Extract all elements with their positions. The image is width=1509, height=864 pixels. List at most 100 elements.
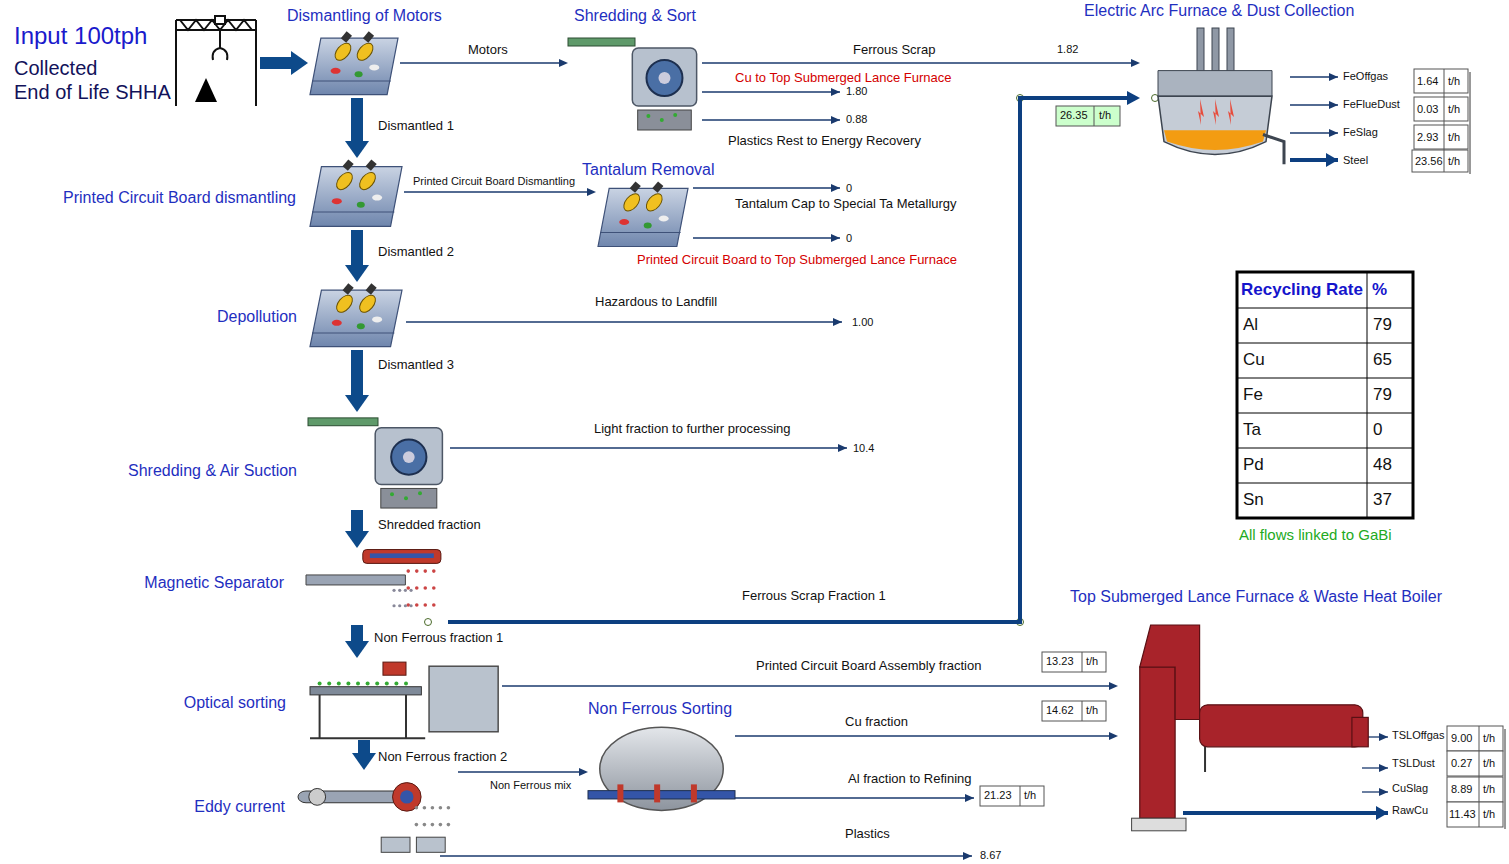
- table-cell: 48: [1373, 455, 1392, 475]
- flow-arrow: [351, 350, 363, 395]
- flow-label: Plastics: [845, 827, 890, 842]
- flow-value: CuSlag: [1392, 782, 1428, 795]
- flow-value: 0.88: [846, 113, 867, 126]
- node-label: Electric Arc Furnace & Dust Collection: [1084, 2, 1354, 20]
- flow-value: RawCu: [1392, 804, 1428, 817]
- flow-label: Plastics Rest to Energy Recovery: [728, 134, 921, 149]
- equipment-icon: [308, 30, 400, 98]
- flow-value: 1.00: [852, 316, 873, 329]
- table-cell: Fe: [1243, 385, 1263, 405]
- flow-value: 8.67: [980, 849, 1001, 862]
- edge-label: Cu fraction: [845, 715, 908, 730]
- flow-arrow: [351, 230, 363, 265]
- node-label: Input 100tph: [14, 22, 147, 50]
- edge-label: Motors: [468, 43, 508, 58]
- table-cell: 65: [1373, 350, 1392, 370]
- flow-value: 0: [846, 232, 852, 245]
- table-cell: Pd: [1243, 455, 1264, 475]
- value-cell: 23.56: [1415, 155, 1443, 168]
- equipment-icon: [306, 548, 448, 625]
- value-cell: t/h: [1448, 75, 1460, 88]
- value-cell: t/h: [1483, 783, 1495, 796]
- flow-label: Al fraction to Refining: [848, 772, 972, 787]
- process-node: Printed Circuit Board dismantling: [308, 158, 404, 230]
- table-cell: 37: [1373, 490, 1392, 510]
- node-label: Printed Circuit Board dismantling: [63, 189, 296, 207]
- flow-value: Steel: [1343, 154, 1368, 167]
- flow-label: Printed Circuit Board to Top Submerged L…: [637, 253, 957, 268]
- node-label: Shredding & Sort: [574, 7, 696, 25]
- flow-arrow: [702, 62, 1131, 63]
- value-cell: t/h: [1448, 103, 1460, 116]
- process-node: Input 100tphCollectedEnd of Life SHHA: [10, 18, 260, 108]
- table-cell: Al: [1243, 315, 1258, 335]
- node-label: End of Life SHHA: [14, 81, 171, 104]
- table-cell: 0: [1373, 420, 1382, 440]
- value-cell: 2.93: [1417, 131, 1438, 144]
- flow-arrow: [502, 685, 1109, 686]
- flow-label: Cu to Top Submerged Lance Furnace: [735, 71, 952, 86]
- process-node: Eddy current: [298, 770, 458, 854]
- equipment-icon: [308, 282, 404, 350]
- value-cell: 14.62: [1046, 704, 1074, 717]
- edge-label: Non Ferrous mix: [490, 779, 571, 792]
- flow-value: FeOffgas: [1343, 70, 1388, 83]
- value-cell: t/h: [1483, 808, 1495, 821]
- process-node: Shredding & Sort: [568, 32, 702, 132]
- main-output-arrows: [1183, 160, 1388, 813]
- flow-value: 0: [846, 182, 852, 195]
- value-cell: 9.00: [1451, 732, 1472, 745]
- value-boxes: [980, 69, 1505, 829]
- equipment-icon: [588, 722, 735, 826]
- edge-label: Ferrous Scrap Fraction 1: [742, 589, 886, 604]
- equipment-icon: [308, 412, 448, 510]
- process-node: Non Ferrous Sorting: [588, 722, 735, 826]
- process-node: Electric Arc Furnace & Dust Collection: [1140, 28, 1290, 170]
- flow-arrow: [260, 57, 291, 69]
- equipment-icon: [1118, 625, 1390, 835]
- value-cell: t/h: [1448, 131, 1460, 144]
- node-label: Magnetic Separator: [144, 574, 284, 592]
- table-cell: Sn: [1243, 490, 1264, 510]
- node-label: Optical sorting: [184, 694, 286, 712]
- edge-label: Dismantled 1: [378, 119, 454, 134]
- node-label: Collected: [14, 57, 97, 80]
- table-header: %: [1372, 280, 1387, 300]
- flow-label: Tantalum Cap to Special Ta Metallurgy: [735, 197, 957, 212]
- process-node: Dismantling of Motors: [308, 30, 400, 98]
- value-cell: t/h: [1483, 732, 1495, 745]
- process-node: Shredding & Air Suction: [308, 412, 448, 510]
- edge-label: Printed Circuit Board Dismantling: [413, 175, 575, 188]
- equipment-icon: [308, 158, 404, 230]
- flow-arrow: [400, 62, 559, 63]
- node-label: Depollution: [217, 308, 297, 326]
- edge-label: Non Ferrous fraction 1: [374, 631, 503, 646]
- flow-arrow: [351, 510, 363, 531]
- flow-arrow: [351, 625, 363, 641]
- flow-arrow: [735, 735, 1109, 736]
- rate-table: [1237, 272, 1413, 518]
- table-cell: 79: [1373, 315, 1392, 335]
- table-cell: 79: [1373, 385, 1392, 405]
- edge-label: Ferrous Scrap: [853, 43, 935, 58]
- value-cell: 1.64: [1417, 75, 1438, 88]
- flow-value: TSLDust: [1392, 757, 1435, 770]
- process-node: Top Submerged Lance Furnace & Waste Heat…: [1118, 625, 1390, 835]
- flow-value: 1.80: [846, 85, 867, 98]
- value-cell: t/h: [1024, 789, 1036, 802]
- edge-label: Dismantled 2: [378, 245, 454, 260]
- value-cell: 21.23: [984, 789, 1012, 802]
- value-cell: 26.35: [1060, 109, 1088, 122]
- node-label: Shredding & Air Suction: [128, 462, 297, 480]
- flow-arrow: [458, 771, 579, 772]
- edge-label: Non Ferrous fraction 2: [378, 750, 507, 765]
- flow-label: Light fraction to further processing: [594, 422, 791, 437]
- value-cell: 11.43: [1449, 808, 1476, 821]
- edge-label: Printed Circuit Board Assembly fraction: [756, 659, 981, 674]
- flow-label: Hazardous to Landfill: [595, 295, 717, 310]
- output-arrows: [406, 77, 1388, 856]
- value-cell: 8.89: [1451, 783, 1472, 796]
- flow-value: FeSlag: [1343, 126, 1378, 139]
- equipment-icon: [310, 658, 502, 740]
- junction-dots: [425, 95, 1159, 626]
